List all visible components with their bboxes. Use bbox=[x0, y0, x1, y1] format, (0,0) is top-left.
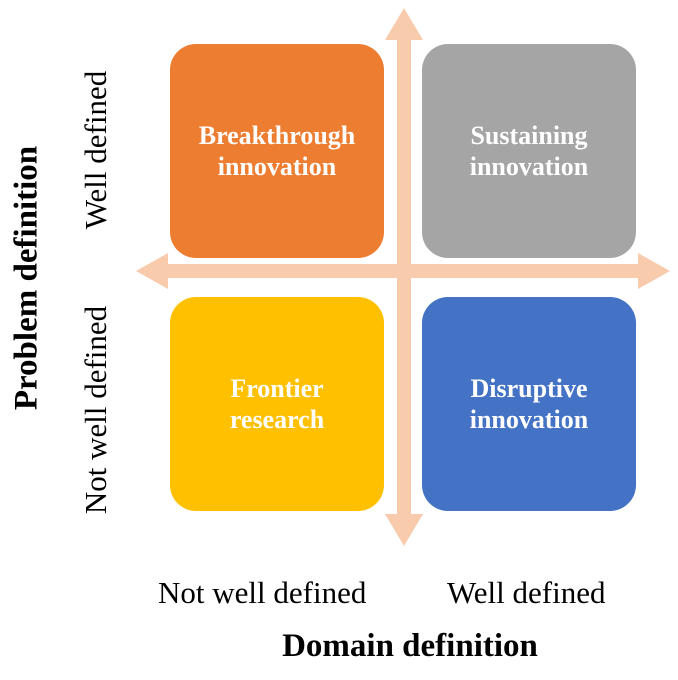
y-axis-low-label: Not well defined bbox=[78, 305, 113, 515]
horizontal-axis-arrow bbox=[136, 253, 670, 289]
quadrant-frontier-research: Frontier research bbox=[170, 297, 384, 511]
y-axis-title: Problem definition bbox=[8, 145, 45, 411]
quadrant-label: Frontier research bbox=[229, 374, 325, 434]
quadrant-sustaining-innovation: Sustaining innovation bbox=[422, 44, 636, 258]
quadrant-label: Sustaining innovation bbox=[469, 121, 589, 181]
x-axis-title: Domain definition bbox=[282, 628, 538, 664]
quadrant-breakthrough-innovation: Breakthrough innovation bbox=[170, 44, 384, 258]
quadrant-disruptive-innovation: Disruptive innovation bbox=[422, 297, 636, 511]
x-axis-high-label: Well defined bbox=[447, 575, 606, 610]
x-axis-low-label: Not well defined bbox=[158, 575, 367, 610]
y-axis-high-label: Well defined bbox=[78, 70, 113, 230]
quadrant-label: Disruptive innovation bbox=[469, 374, 589, 434]
quadrant-label: Breakthrough innovation bbox=[198, 121, 356, 181]
